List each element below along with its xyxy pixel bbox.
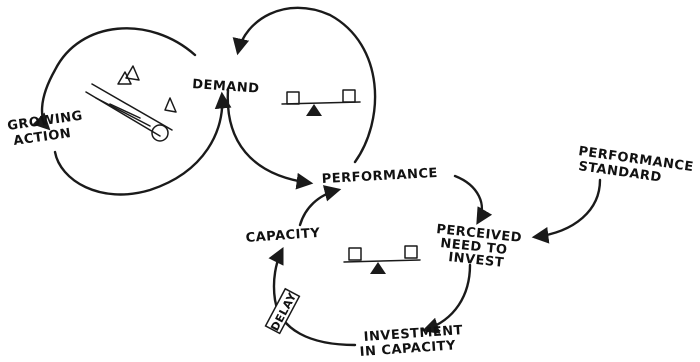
balance-seesaw-icon (281, 89, 361, 116)
performance-to-need-arrow (453, 174, 493, 225)
performance-to-demand-arrow (232, 6, 377, 164)
capacity-to-performance-arrow (298, 185, 342, 227)
investment-label-line2: IN CAPACITY (359, 338, 456, 360)
balance-seesaw-icon (343, 245, 421, 274)
perceived-need-label-line3: INVEST (448, 250, 505, 271)
demand-label: DEMAND (192, 77, 260, 97)
performance-label: PERFORMANCE (321, 166, 438, 187)
growing-action-to-demand-arrow (53, 91, 232, 196)
snowball-rolling-downhill-icon (85, 65, 177, 142)
perceived-need-label-line2: NEED TO (440, 236, 509, 258)
demand-to-growing-action-arrow (32, 27, 197, 131)
reinforcing-loop (32, 27, 232, 196)
investment-label-line1: INVESTMENT (363, 323, 463, 345)
need-to-investment-arrow (421, 263, 472, 334)
capacity-investment-loop (268, 174, 602, 347)
demand-performance-loop (226, 6, 377, 190)
demand-to-performance-arrow (226, 88, 314, 190)
standard-to-need-arrow (531, 178, 602, 244)
investment-to-capacity-arrow (268, 246, 357, 347)
delay-marker: DELAY (264, 287, 301, 335)
capacity-label: CAPACITY (245, 226, 321, 246)
